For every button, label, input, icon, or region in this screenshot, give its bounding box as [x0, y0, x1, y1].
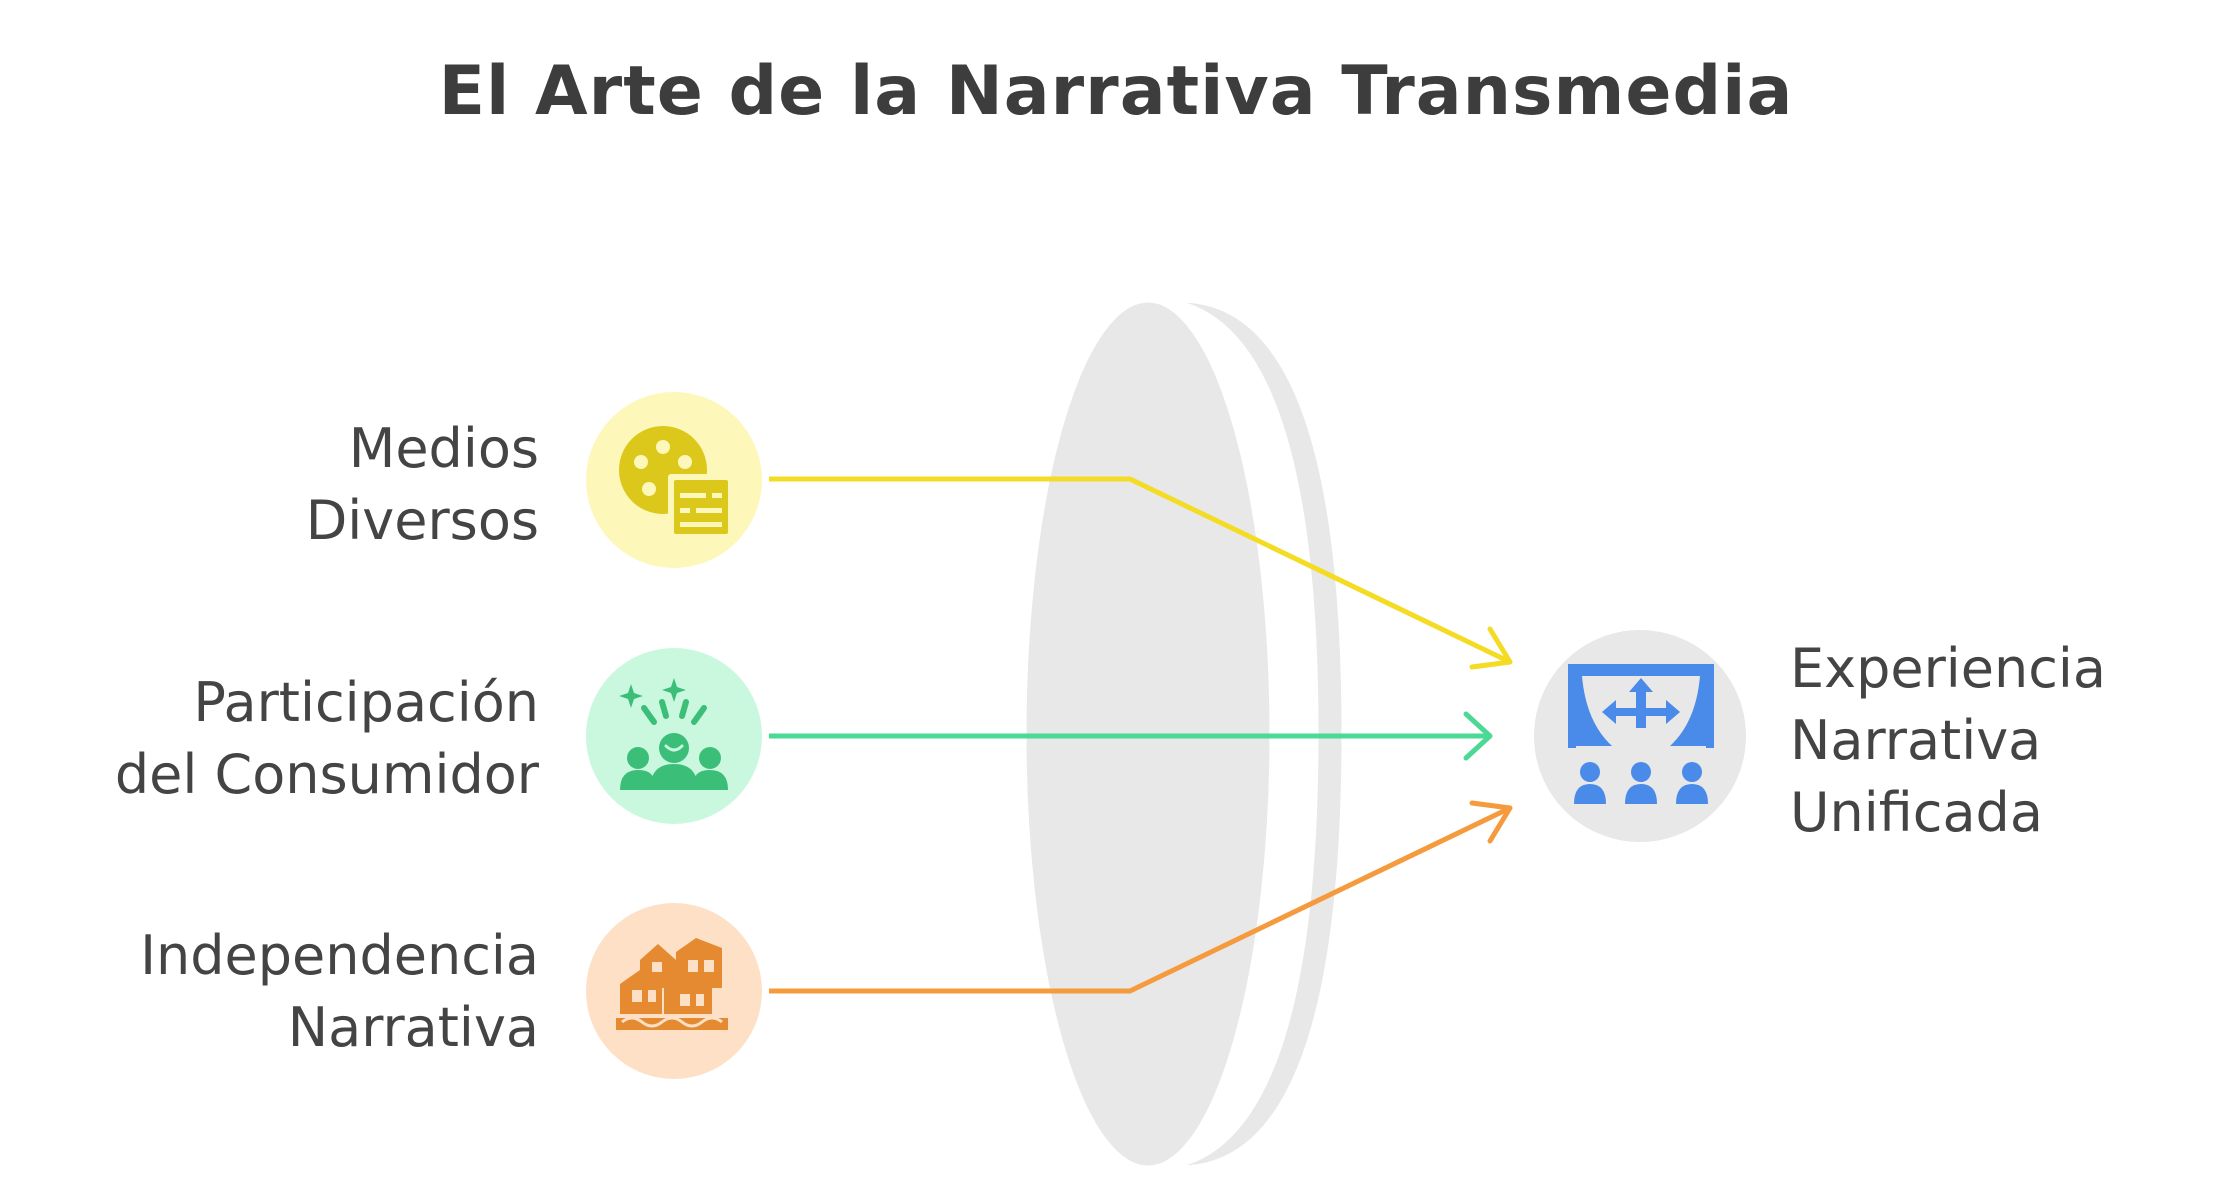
- audience-celebration-icon: [619, 678, 728, 790]
- node-participacion: [586, 648, 762, 824]
- arrow-medios: [769, 476, 1513, 670]
- label-line: Participación: [193, 671, 539, 734]
- label-line: Diversos: [305, 489, 539, 552]
- diagram-title: El Arte de la Narrativa Transmedia: [438, 52, 1794, 131]
- label-line: Independencia: [140, 924, 539, 987]
- label-line: Unificada: [1790, 781, 2043, 844]
- label-medios-diversos: Medios Diversos: [306, 413, 539, 557]
- arrow-independencia: [769, 800, 1513, 994]
- label-line: Narrativa: [1790, 709, 2042, 772]
- node-medios: [586, 392, 762, 568]
- label-line: Narrativa: [287, 996, 539, 1059]
- label-experiencia-unificada: Experiencia Narrativa Unificada: [1790, 633, 2106, 849]
- label-independencia-narrativa: Independencia Narrativa: [140, 920, 539, 1064]
- theater-stage-icon: [1568, 664, 1714, 804]
- film-reel-icon: [619, 426, 732, 538]
- label-line: Medios: [348, 417, 539, 480]
- houses-icon: [616, 938, 728, 1030]
- label-participacion-consumidor: Participación del Consumidor: [115, 667, 539, 811]
- node-independencia: [586, 903, 762, 1079]
- arrow-participacion: [769, 711, 1493, 761]
- label-line: del Consumidor: [114, 743, 539, 806]
- label-line: Experiencia: [1790, 637, 2107, 700]
- node-output: [1534, 630, 1746, 842]
